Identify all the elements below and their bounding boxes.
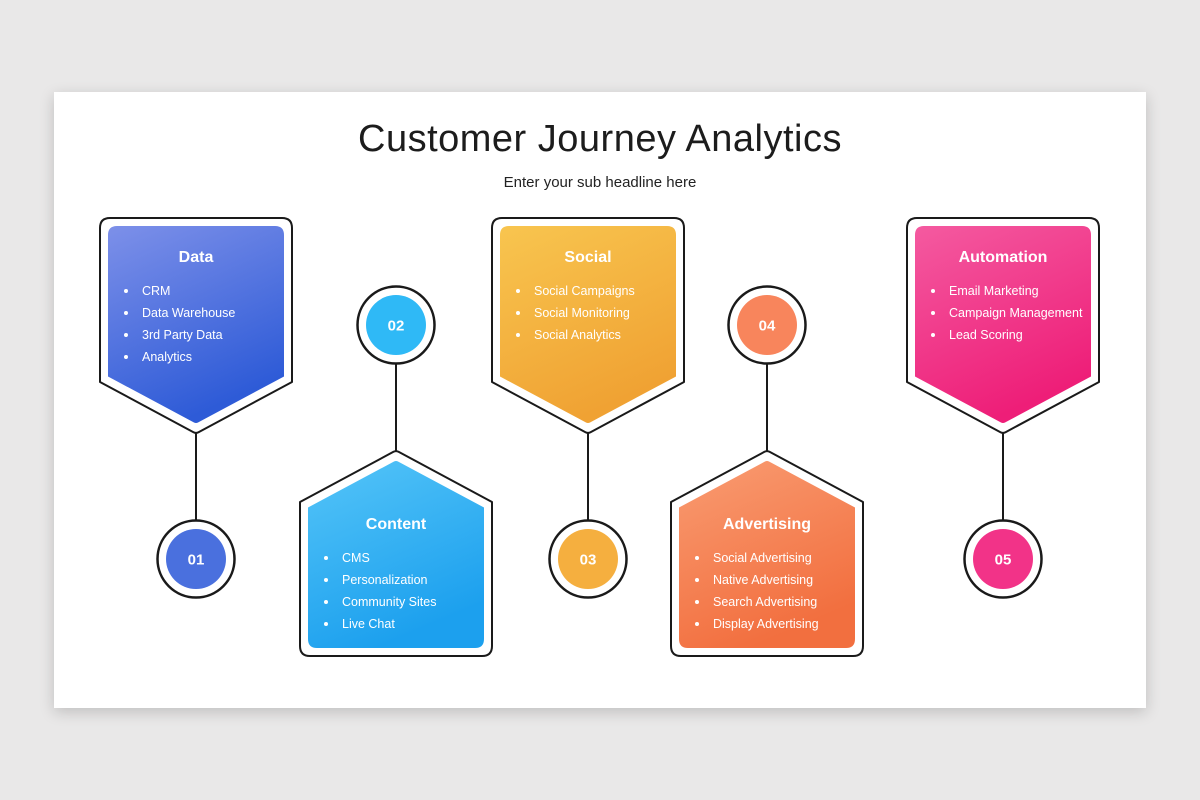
bullet-icon: [124, 311, 128, 315]
stage-items: CMS Personalization Community Sites Live…: [296, 547, 496, 635]
pentagon-shape: [679, 460, 855, 648]
bullet-icon: [695, 600, 699, 604]
item-label: Social Monitoring: [534, 306, 630, 320]
pentagon-shape: [308, 460, 484, 648]
stage-content: Advertising Social Advertising Native Ad…: [667, 516, 867, 635]
stage-automation: 05 Automation Email Marketing Campaign M…: [903, 216, 1103, 600]
list-item: Campaign Management: [931, 302, 1103, 324]
stage-items: Social Campaigns Social Monitoring Socia…: [488, 280, 688, 346]
bullet-icon: [695, 622, 699, 626]
bullet-icon: [695, 556, 699, 560]
bullet-icon: [124, 289, 128, 293]
list-item: Search Advertising: [695, 591, 867, 613]
stage-advertising: 04 Advertising Social Advertising Native…: [667, 284, 867, 668]
bullet-icon: [931, 333, 935, 337]
bullet-icon: [124, 333, 128, 337]
list-item: Email Marketing: [931, 280, 1103, 302]
list-item: Native Advertising: [695, 569, 867, 591]
item-label: Community Sites: [342, 595, 437, 609]
bullet-icon: [516, 333, 520, 337]
list-item: Lead Scoring: [931, 324, 1103, 346]
stage-title: Social: [564, 249, 612, 266]
stage-items: CRM Data Warehouse 3rd Party Data Analyt…: [96, 280, 296, 368]
bullet-icon: [324, 622, 328, 626]
number-circle: [737, 295, 797, 355]
item-label: Email Marketing: [949, 284, 1039, 298]
stage-number: 04: [759, 318, 776, 335]
item-label: Lead Scoring: [949, 328, 1023, 342]
list-item: Live Chat: [324, 613, 496, 635]
item-label: Social Advertising: [713, 551, 812, 565]
item-label: Data Warehouse: [142, 306, 236, 320]
stage-content: Data CRM Data Warehouse 3rd Party Data A…: [96, 249, 296, 368]
number-circle: [973, 529, 1033, 589]
list-item: Analytics: [124, 346, 296, 368]
item-label: Social Analytics: [534, 328, 621, 342]
stage-data: 01 Data CRM Data Warehouse 3rd Party Dat…: [96, 216, 296, 600]
stage-title: Advertising: [722, 516, 811, 533]
list-item: Social Campaigns: [516, 280, 688, 302]
stage-title: Content: [365, 516, 427, 533]
stage-title: Data: [178, 249, 214, 266]
stage-title: Automation: [958, 249, 1048, 266]
bullet-icon: [324, 556, 328, 560]
pentagon-shape: [500, 226, 676, 424]
page-subtitle: Enter your sub headline here: [503, 174, 697, 191]
list-item: Community Sites: [324, 591, 496, 613]
bullet-icon: [695, 578, 699, 582]
stage-data-graphic: 01: [99, 217, 293, 599]
bullet-icon: [931, 311, 935, 315]
list-item: Display Advertising: [695, 613, 867, 635]
item-label: CMS: [342, 551, 370, 565]
page-title: Customer Journey Analytics: [358, 118, 842, 160]
pentagon-shape: [915, 226, 1091, 424]
stage-automation-graphic: 05: [906, 217, 1100, 599]
bullet-icon: [324, 578, 328, 582]
list-item: Personalization: [324, 569, 496, 591]
stage-advertising-graphic: 04: [670, 285, 864, 657]
item-label: Display Advertising: [713, 617, 819, 631]
stage-items: Email Marketing Campaign Management Lead…: [903, 280, 1103, 346]
stage-social: 03 Social Social Campaigns Social Monito…: [488, 216, 688, 600]
stage-number: 02: [388, 318, 405, 335]
item-label: Native Advertising: [713, 573, 814, 587]
item-label: Analytics: [142, 350, 193, 364]
number-circle: [366, 295, 426, 355]
item-label: 3rd Party Data: [142, 328, 223, 342]
list-item: Social Analytics: [516, 324, 688, 346]
stage-content-block: 02 Content CMS Personalization Community…: [296, 284, 496, 668]
slide-canvas: Customer Journey Analytics Enter your su…: [54, 92, 1146, 708]
list-item: CMS: [324, 547, 496, 569]
item-label: CRM: [142, 284, 171, 298]
stage-number: 01: [188, 552, 205, 569]
stage-items: Social Advertising Native Advertising Se…: [667, 547, 867, 635]
bullet-icon: [324, 600, 328, 604]
bullet-icon: [516, 289, 520, 293]
list-item: Social Monitoring: [516, 302, 688, 324]
stage-number: 03: [580, 552, 597, 569]
number-circle: [166, 529, 226, 589]
item-label: Search Advertising: [713, 595, 818, 609]
list-item: CRM: [124, 280, 296, 302]
bullet-icon: [516, 311, 520, 315]
item-label: Personalization: [342, 573, 428, 587]
list-item: Social Advertising: [695, 547, 867, 569]
stage-content: Automation Email Marketing Campaign Mana…: [903, 249, 1103, 346]
item-label: Live Chat: [342, 617, 395, 631]
list-item: 3rd Party Data: [124, 324, 296, 346]
pentagon-shape: [108, 226, 284, 424]
stage-number: 05: [995, 552, 1012, 569]
item-label: Social Campaigns: [534, 284, 635, 298]
bullet-icon: [931, 289, 935, 293]
stage-content-graphic: 02: [299, 285, 493, 657]
bullet-icon: [124, 355, 128, 359]
number-circle: [558, 529, 618, 589]
list-item: Data Warehouse: [124, 302, 296, 324]
stage-content: Content CMS Personalization Community Si…: [296, 516, 496, 635]
item-label: Campaign Management: [949, 306, 1083, 320]
stage-social-graphic: 03: [491, 217, 685, 599]
stage-content: Social Social Campaigns Social Monitorin…: [488, 249, 688, 346]
